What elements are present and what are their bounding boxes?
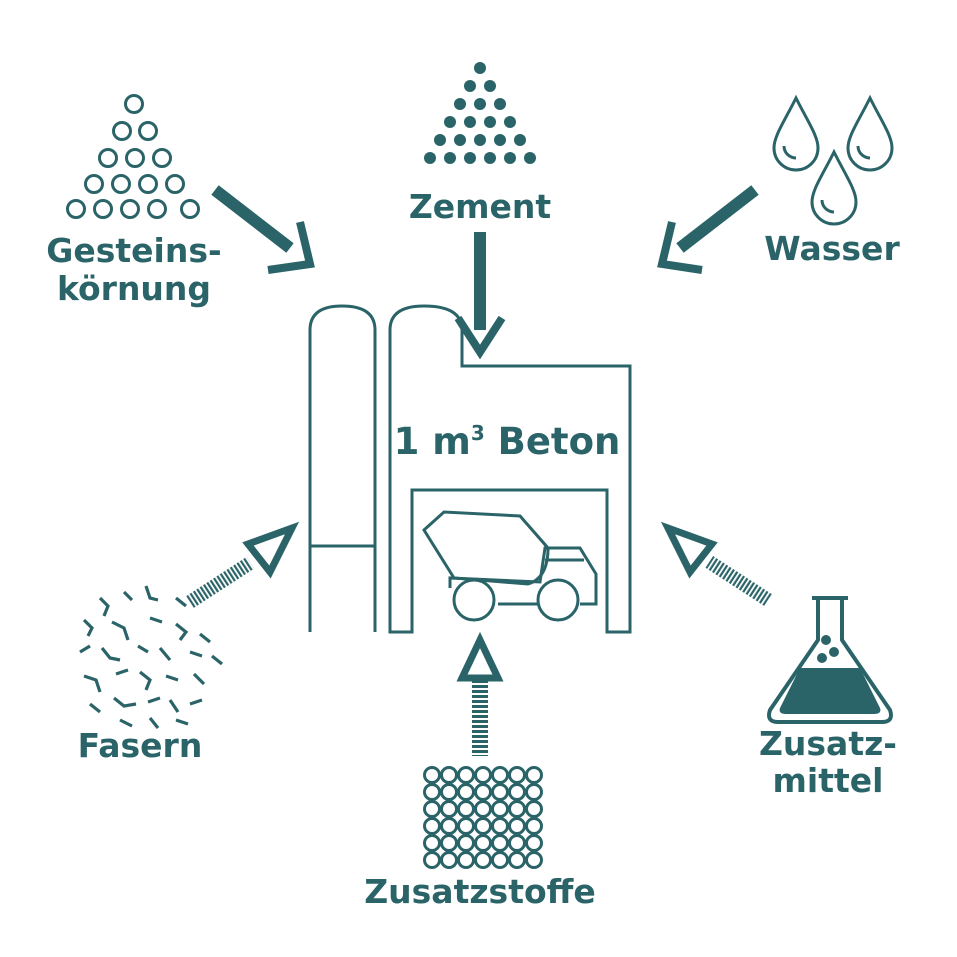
water-label: Wasser [764,229,900,268]
admixtures-label-line1: Zusatz- [759,724,897,763]
water-arrow [657,185,759,274]
fibers-icon [79,585,223,729]
mixer-truck-icon [422,510,598,622]
additives-label: Zusatzstoffe [364,872,596,911]
cement-arrow [454,232,506,360]
concrete-plant [308,304,632,634]
aggregate-arrow [211,185,315,274]
left-silo [308,304,377,632]
circles-pyramid-icon [66,94,200,219]
admixtures-label-line2: mittel [773,761,884,800]
aggregate-label-line1: Gesteins- [46,231,221,270]
flask-icon [767,596,893,724]
center-label: 1 m3 Beton [394,420,621,463]
aggregate-label-line2: körnung [57,269,211,308]
cement-label: Zement [409,187,552,226]
dots-pyramid-icon [424,62,536,164]
fibers-arrow [186,521,300,608]
admixtures-arrow [660,521,772,606]
fibers-label: Fasern [78,726,203,765]
additives-arrow [456,631,504,756]
water-drops-icon [772,94,894,226]
circle-grid-icon [423,766,543,869]
plant-building [388,304,632,634]
